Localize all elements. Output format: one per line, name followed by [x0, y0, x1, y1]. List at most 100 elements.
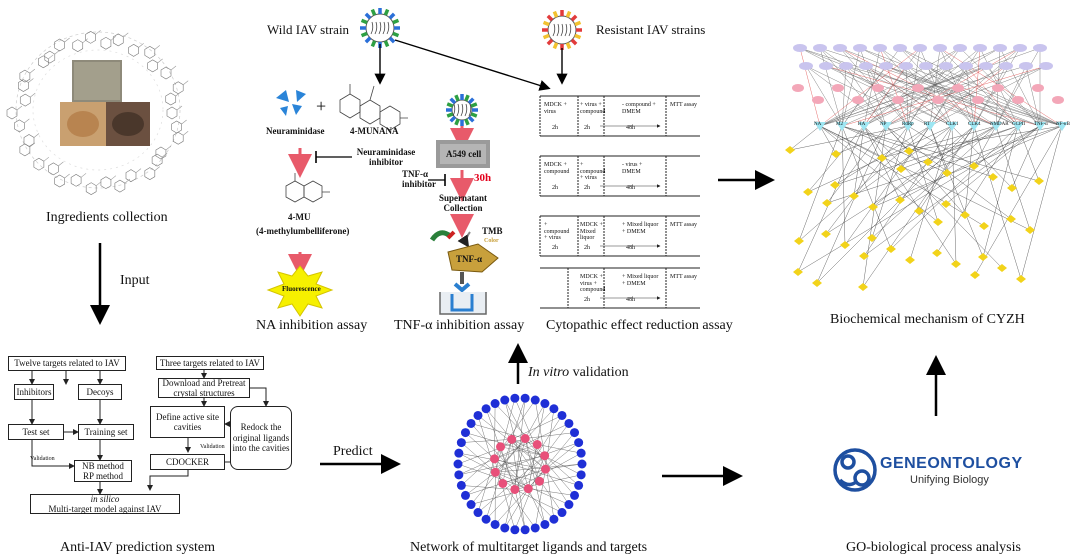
mechanism-network — [785, 44, 1068, 291]
decoys-box: Decoys — [78, 384, 122, 400]
cpe-duration-text: 2h — [584, 185, 590, 191]
cpe-assay-caption: Cytopathic effect reduction assay — [546, 318, 733, 333]
nb-rp-method-box: NB method RP method — [74, 460, 132, 482]
three-targets-box: Three targets related to IAV — [156, 356, 264, 370]
predict-label: Predict — [333, 444, 373, 459]
mechanism-target-label: RdRp — [902, 122, 914, 127]
cpe-duration-text: 2h — [584, 245, 590, 251]
wild-strain-label: Wild IAV strain — [267, 22, 350, 37]
mechanism-target-label: M2 — [836, 122, 843, 127]
cpe-timelines — [539, 95, 700, 309]
cpe-duration-text: 2h — [584, 297, 590, 303]
redock-box: Redock the original ligands into the cav… — [230, 406, 292, 470]
mechanism-target-label: RT — [924, 122, 931, 127]
cpe-cell-text: MTT assay — [670, 102, 698, 108]
go-brand-tagline: Unifying Biology — [910, 474, 989, 486]
mechanism-target-label: CLK1 — [946, 122, 959, 127]
mechanism-target-label: GCPII — [1012, 122, 1026, 127]
tnf-assay-caption: TNF-α inhibition assay — [394, 318, 525, 333]
munana-label: 4-MUNANA — [350, 126, 399, 136]
na-inhibitor-label: Neuraminidase inhibitor — [356, 147, 416, 167]
multi-target-text: Multi-target model against IAV — [48, 504, 162, 514]
plus-sign: + — [316, 96, 327, 116]
mechanism-target-label: CLK4 — [968, 122, 981, 127]
gene-ontology-logo-icon — [833, 448, 877, 492]
validation-label-right: Validation — [200, 444, 225, 450]
flowchart-connectors — [29, 370, 269, 495]
a549-cell-label: A549 cell — [446, 149, 482, 159]
cpe-cell-text: + compound + virus — [544, 222, 570, 242]
cpe-cell-text: + Mixed liquor + DMEM — [622, 222, 659, 235]
in-vitro-text: In vitro — [528, 365, 570, 380]
mechanism-target-label: TNF-α — [1034, 122, 1048, 127]
herb-photo-1-inner — [74, 62, 120, 100]
inhibitors-box: Inhibitors — [14, 384, 54, 400]
mechanism-target-label: NF-κB — [1056, 122, 1070, 127]
wild-virus-icon — [360, 8, 400, 48]
supernatant-label: Supernatant Collection — [438, 193, 487, 213]
cdocker-box: CDOCKER — [150, 454, 225, 470]
cpe-cell-text: + Mixed liquor + DMEM — [622, 274, 659, 287]
download-box: Download and Pretreat crystal structures — [158, 378, 250, 398]
cpe-cell-text: MTT assay — [670, 274, 698, 280]
input-label: Input — [120, 273, 150, 288]
resistant-virus-icon — [542, 10, 582, 50]
in-silico-text: in silico — [90, 493, 120, 504]
validation-label-left: Validation — [30, 456, 55, 462]
cpe-cell-text: MDCK + virus — [544, 102, 567, 115]
validation-text: validation — [569, 365, 629, 380]
prediction-caption: Anti-IAV prediction system — [60, 540, 216, 555]
go-caption: GO-biological process analysis — [846, 540, 1021, 555]
cpe-cell-text: MDCK + compound — [544, 162, 570, 175]
mechanism-target-label: HA — [858, 122, 866, 127]
nb-method-text: NB method — [82, 460, 124, 471]
go-brand-name: GENEONTOLOGY — [880, 455, 1023, 472]
cpe-duration-text: 2h — [552, 185, 558, 191]
define-cavities-box: Define active site cavities — [150, 406, 225, 438]
ligand-target-network — [453, 393, 587, 535]
cpe-duration-text: 48h — [626, 125, 635, 131]
twelve-targets-box: Twelve targets related to IAV — [8, 356, 126, 371]
cpe-cell-text: MDCK + virus + compound — [580, 274, 606, 294]
4mu-label: 4-MU — [288, 212, 311, 222]
mechanism-caption: Biochemical mechanism of CYZH — [830, 312, 1025, 327]
resistant-strain-label: Resistant IAV strains — [596, 22, 706, 37]
4-mu-structure — [285, 173, 330, 203]
chemical-structures-ring — [15, 31, 181, 189]
fluorescence-burst — [266, 265, 334, 317]
molecule-glyphs — [6, 30, 189, 196]
network-caption: Network of multitarget ligands and targe… — [410, 540, 648, 555]
cpe-cell-text: MTT assay — [670, 222, 698, 228]
in-vitro-validation-label: In vitro validation — [528, 365, 629, 381]
training-set-box: Training set — [78, 424, 134, 440]
cpe-duration-text: 48h — [626, 185, 635, 191]
cpe-duration-text: 2h — [552, 245, 558, 251]
tmb-label: TMB — [482, 226, 503, 236]
mechanism-target-label: NMDAR — [990, 122, 1009, 127]
mechanism-target-label: NA — [814, 122, 822, 127]
cpe-duration-text: 2h — [584, 125, 590, 131]
small-virus-icon — [446, 94, 478, 126]
cpe-cell-text: - compound + DMEM — [622, 102, 656, 115]
neuraminidase-label: Neuraminidase — [266, 126, 325, 136]
time-30h-label: 30h — [474, 172, 492, 184]
tnf-alpha-label: TNF-α — [456, 254, 483, 264]
cpe-cell-text: - virus + DMEM — [622, 162, 643, 175]
wild-to-cpe-arrow — [394, 39, 551, 91]
na-assay-caption: NA inhibition assay — [256, 318, 368, 333]
cpe-duration-text: 2h — [552, 125, 558, 131]
cpe-cell-text: MDCK + Mixed liquor — [580, 222, 603, 242]
cpe-cell-text: + virus + compound — [580, 102, 606, 115]
cpe-duration-text: 48h — [626, 297, 635, 303]
tnf-inhibitor-label: TNF-α inhibitor — [402, 169, 437, 189]
test-set-box: Test set — [8, 424, 64, 440]
color-label: Color — [484, 238, 499, 244]
mechanism-target-label: NP — [880, 122, 887, 127]
4-munana-structure — [339, 84, 408, 131]
cpe-cell-text: + compound + virus — [580, 162, 606, 182]
rp-method-text: RP method — [83, 471, 123, 481]
multi-target-model-box: in silico Multi-target model against IAV — [30, 494, 180, 514]
elisa-icon — [429, 230, 499, 315]
